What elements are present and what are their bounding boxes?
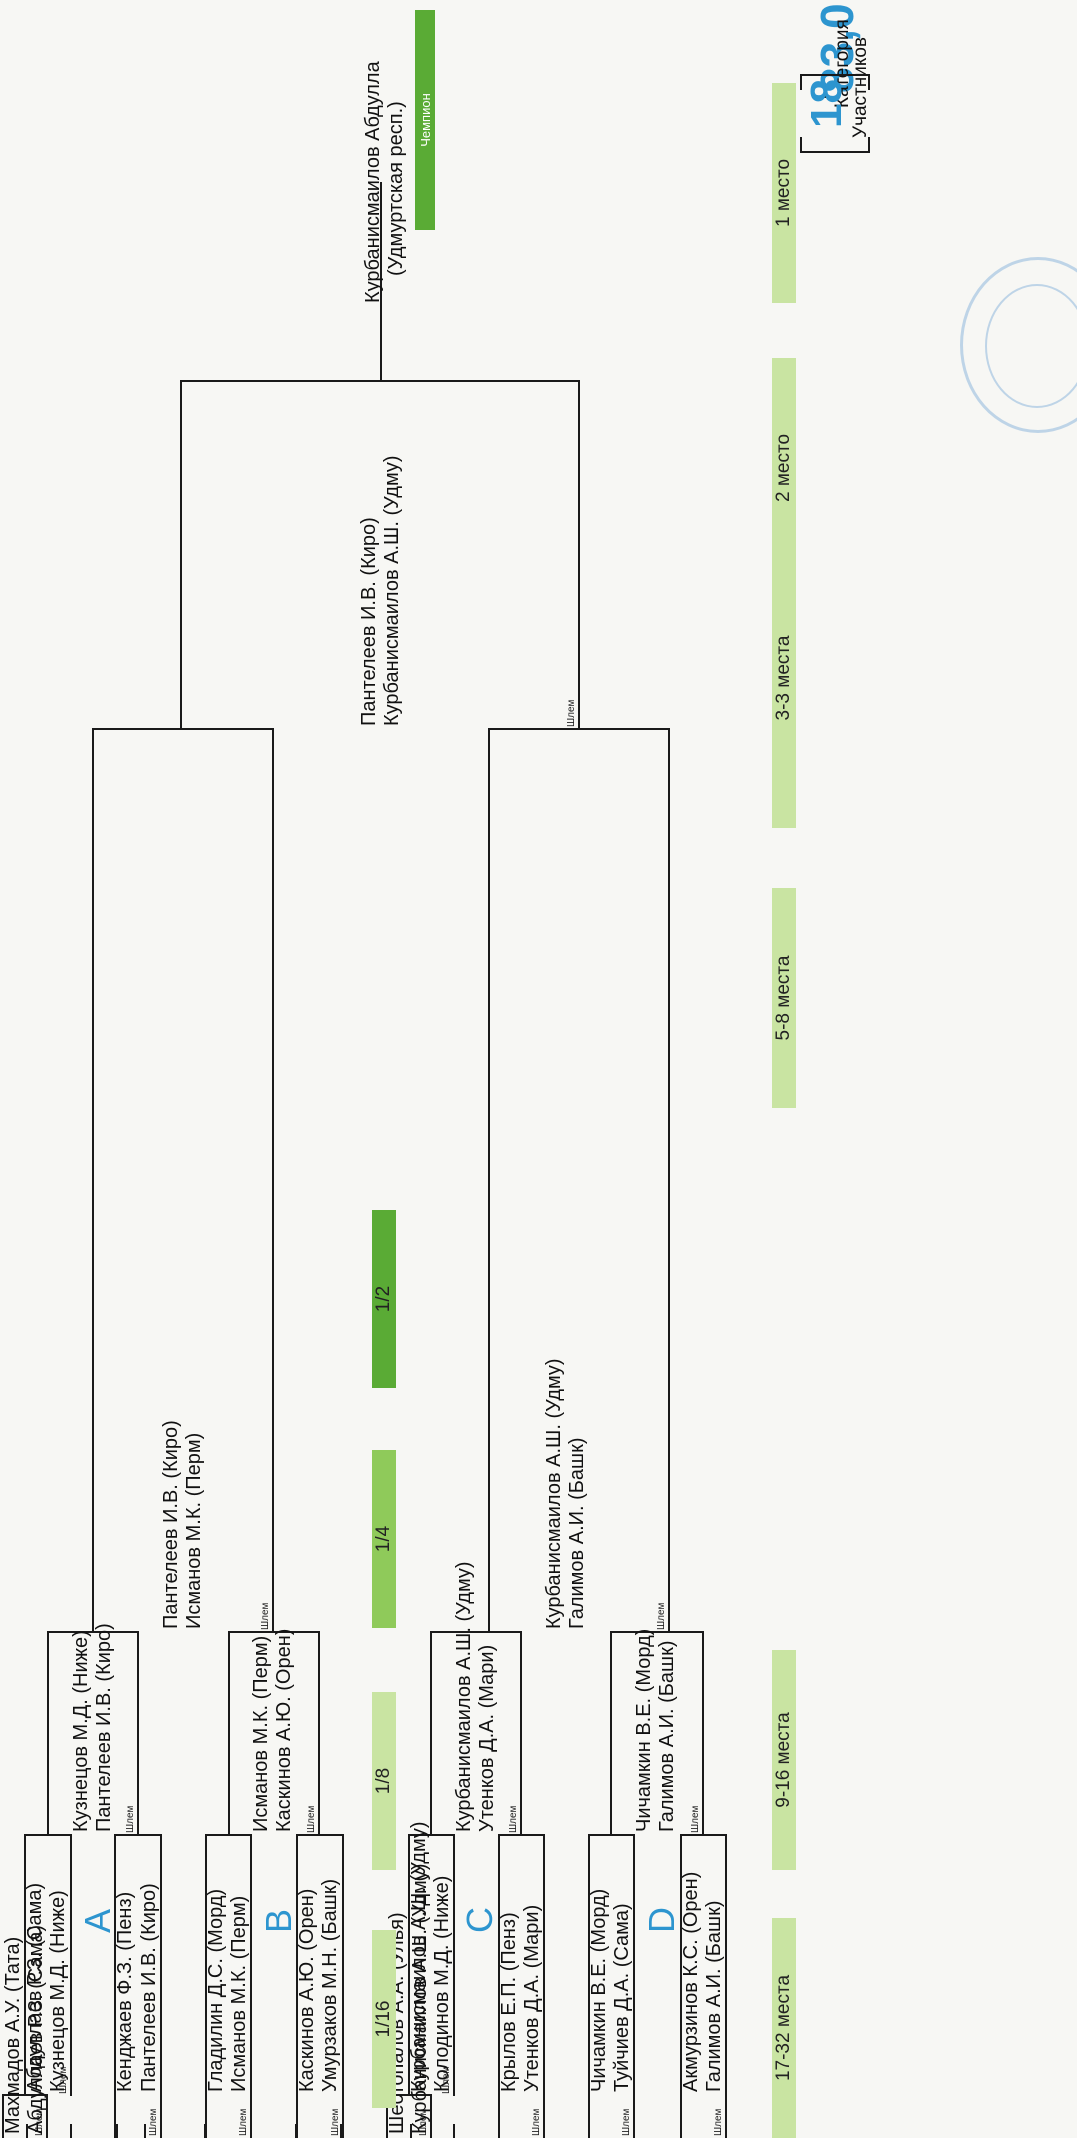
participants-bracket	[868, 137, 870, 153]
bracket-line	[702, 1631, 704, 1836]
participants-bracket	[800, 74, 870, 76]
bracket-line	[668, 728, 670, 1633]
champion-region: (Удмуртская респ.)	[385, 101, 407, 276]
fighter-name: Чичамкин В.Е. (Морд)	[633, 1628, 655, 1832]
fighter-name: Чичамкин В.Е. (Морд)	[588, 1888, 610, 2092]
helmet-label: Шлем	[148, 2108, 159, 2136]
fighter-name: Колодинов М.Д. (Ниже)	[431, 1875, 453, 2092]
fighter-name: Галимов А.И. (Башк)	[656, 1640, 678, 1832]
group-letter-c: C	[459, 1907, 500, 1933]
bracket-line	[430, 1631, 432, 1836]
fighter-name: Махмадов А.У. (Тата)	[2, 1936, 24, 2134]
helmet-label: Шлем	[125, 1805, 136, 1833]
fighter-name: Исманов М.К. (Перм)	[228, 1895, 250, 2092]
fighter-name: Пантелеев И.В. (Киро)	[160, 1420, 182, 1629]
fighter-name: Курбанисмаилов А.Ш. (Удму)	[453, 1561, 475, 1832]
bracket-line	[228, 1631, 230, 1836]
place-bar-9-16: 9-16 места	[772, 1650, 796, 1870]
bracket-line	[137, 1631, 139, 1836]
bracket-line	[70, 1834, 72, 2096]
participants-bracket	[800, 74, 802, 90]
group-letter-a: A	[77, 1908, 118, 1933]
bracket-line	[453, 2124, 455, 2138]
helmet-label: Шлем	[656, 1602, 667, 1630]
round-bar-1-4: 1/4	[372, 1450, 396, 1628]
fighter-name: Каскинов А.Ю. (Орен)	[273, 1628, 295, 1832]
helmet-label: Шлем	[306, 1805, 317, 1833]
fighter-name: Утенков Д.А. (Мари)	[521, 1904, 543, 2092]
bracket-line	[180, 380, 182, 730]
fighter-name: Умурзаков М.Н. (Башк)	[319, 1878, 341, 2092]
group-letter-d: D	[641, 1907, 682, 1933]
helmet-label: Шлем	[531, 2108, 542, 2136]
participants-bracket	[800, 137, 802, 153]
helmet-label: Шлем	[260, 1602, 271, 1630]
bracket-line	[430, 1631, 522, 1633]
bracket-line	[725, 1834, 727, 2138]
fighter-name: Гладилин Д.С. (Морд)	[205, 1888, 227, 2092]
helmet-label: Шлем	[621, 2108, 632, 2136]
bracket-line	[296, 1834, 344, 1836]
fighter-name: Курбанисмаилов А.Ш. (Удму)	[381, 455, 403, 726]
fighter-name: Курбанисмаилов А.Ш. (Удму)	[408, 1821, 430, 2092]
fighter-name: Пантелеев И.В. (Киро)	[93, 1623, 115, 1832]
fighter-name: Абдуллаев Р.З. (Сама)	[24, 1882, 46, 2092]
bracket-line	[453, 1834, 455, 2096]
fighter-name: Утенков Д.А. (Мари)	[476, 1644, 498, 1832]
round-bar-1-16: 1/16	[372, 1930, 396, 2108]
bracket-line	[610, 1631, 612, 1836]
fighter-name: Крылов Е.П. (Пенз)	[498, 1912, 520, 2092]
helmet-label: Шлем	[566, 699, 577, 727]
place-bar-17-32: 17-32 места	[772, 1918, 796, 2138]
participants-bracket	[800, 151, 870, 153]
fighter-name: Галимов А.И. (Башк)	[566, 1437, 588, 1629]
bracket-line	[318, 1631, 320, 1836]
bracket-line	[543, 1834, 545, 2138]
helmet-label: Шлем	[713, 2108, 724, 2136]
bracket-line	[578, 380, 580, 730]
fighter-name: Пантелеев И.В. (Киро)	[138, 1883, 160, 2092]
champion-name: Курбанисмаилов Абдулла	[362, 61, 384, 303]
helmet-label: Шлем	[238, 2108, 249, 2136]
bracket-line	[160, 1834, 162, 2138]
bracket-line	[144, 2124, 146, 2138]
helmet-label: Шлем	[690, 1805, 701, 1833]
fighter-name: Кузнецов М.Д. (Ниже)	[47, 1890, 69, 2092]
fighter-name: Туйчиев Д.А. (Сама)	[611, 1903, 633, 2092]
bracket-line	[47, 1631, 49, 1836]
bracket-line	[272, 728, 274, 1633]
fighter-name: Пантелеев И.В. (Киро)	[358, 517, 380, 726]
bracket-line	[92, 728, 94, 1633]
fighter-name: Курбанисмаилов А.Ш. (Удму)	[543, 1358, 565, 1629]
helmet-label: Шлем	[508, 1805, 519, 1833]
fighter-name: Акмурзинов К.С. (Орен)	[680, 1871, 702, 2092]
place-bar-1: 1 место	[772, 83, 796, 303]
participants-bracket	[868, 74, 870, 90]
bracket-line	[610, 1631, 704, 1633]
group-letter-b: B	[258, 1908, 299, 1933]
bracket-line	[633, 1834, 635, 2138]
bracket-line	[70, 2124, 72, 2138]
fighter-name: Кузнецов М.Д. (Ниже)	[70, 1630, 92, 1832]
bracket-line	[250, 1834, 252, 2138]
place-bar-2: 2 место	[772, 358, 796, 578]
bracket-line	[488, 728, 490, 1633]
champion-bar: Чемпион	[415, 10, 435, 230]
place-bar-5-8: 5-8 места	[772, 888, 796, 1108]
fighter-name: Исманов М.К. (Перм)	[250, 1635, 272, 1832]
bracket-line	[92, 728, 274, 730]
fighter-name: Исманов М.К. (Перм)	[183, 1432, 205, 1629]
helmet-label: Шлем	[330, 2108, 341, 2136]
round-bar-1-8: 1/8	[372, 1692, 396, 1870]
fighter-name: Каскинов А.Ю. (Орен)	[296, 1888, 318, 2092]
fighter-name: Галимов А.И. (Башк)	[703, 1900, 725, 2092]
round-bar-1-2: 1/2	[372, 1210, 396, 1388]
participants-value: 18	[802, 79, 851, 128]
bracket-line	[116, 2124, 118, 2138]
bracket-line	[520, 1631, 522, 1836]
bracket-line	[342, 1834, 344, 2138]
